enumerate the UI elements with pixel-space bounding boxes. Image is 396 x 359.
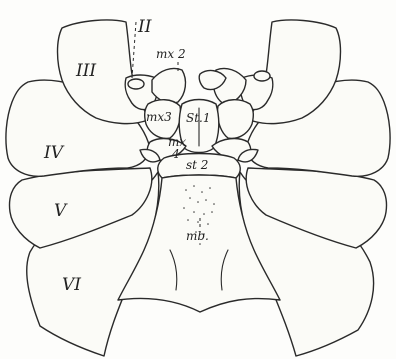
leg-II-left-joint: [128, 79, 144, 89]
label-leg-VI: VI: [62, 275, 81, 295]
label-leg-V: V: [54, 201, 68, 221]
leg-II-right-joint: [254, 71, 270, 81]
maxilla-3-right: [217, 100, 253, 139]
label-mx2: mx 2: [156, 47, 186, 61]
maxilla-2-left: [152, 68, 185, 103]
label-mx3: mx3: [146, 110, 172, 124]
label-mx4-b: 4: [171, 147, 180, 161]
label-st1: St.1: [186, 111, 211, 125]
label-mb: mb.: [186, 229, 209, 243]
label-st2: st 2: [186, 158, 208, 172]
leader-leg-II: [132, 22, 136, 78]
label-leg-IV: IV: [43, 143, 65, 163]
label-leg-III: III: [75, 61, 96, 81]
label-leg-II: II: [137, 17, 152, 37]
